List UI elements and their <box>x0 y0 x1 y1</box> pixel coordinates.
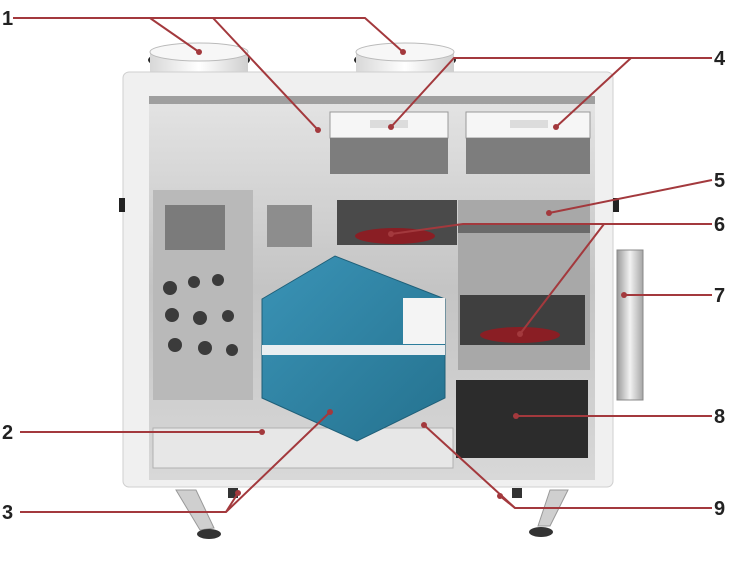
leader-6a <box>390 223 712 235</box>
leader-lines <box>13 17 713 513</box>
callout-9: 9 <box>714 498 725 520</box>
leader-4a <box>390 57 712 128</box>
leader-9b <box>499 495 516 509</box>
lower-box <box>456 380 588 458</box>
leader-4b <box>555 57 632 128</box>
callout-8: 8 <box>714 406 725 428</box>
leader-dots <box>196 49 627 499</box>
right-bay <box>458 200 590 370</box>
leader-5 <box>548 179 713 214</box>
legs <box>175 488 569 539</box>
cabinet <box>119 71 619 539</box>
callout-4: 4 <box>714 48 726 70</box>
side-duct <box>616 249 644 401</box>
filter-box-left <box>329 111 449 174</box>
heat-exchanger <box>261 255 446 442</box>
left-service-panel <box>153 190 312 400</box>
callout-1: 1 <box>2 8 13 30</box>
callout-6: 6 <box>714 214 725 236</box>
floor-pan <box>152 427 454 469</box>
filter-box-right <box>465 111 591 174</box>
leader-1c <box>213 17 404 53</box>
leader-6b <box>519 223 605 335</box>
top-duct-collars <box>148 42 456 72</box>
callout-numbers: 1 2 3 4 5 6 7 8 9 <box>2 8 726 524</box>
callout-5: 5 <box>714 170 725 192</box>
callout-2: 2 <box>2 422 13 444</box>
upper-fan <box>337 200 457 245</box>
callout-7: 7 <box>714 285 725 307</box>
callout-3: 3 <box>2 502 13 524</box>
leader-3b <box>225 492 239 513</box>
